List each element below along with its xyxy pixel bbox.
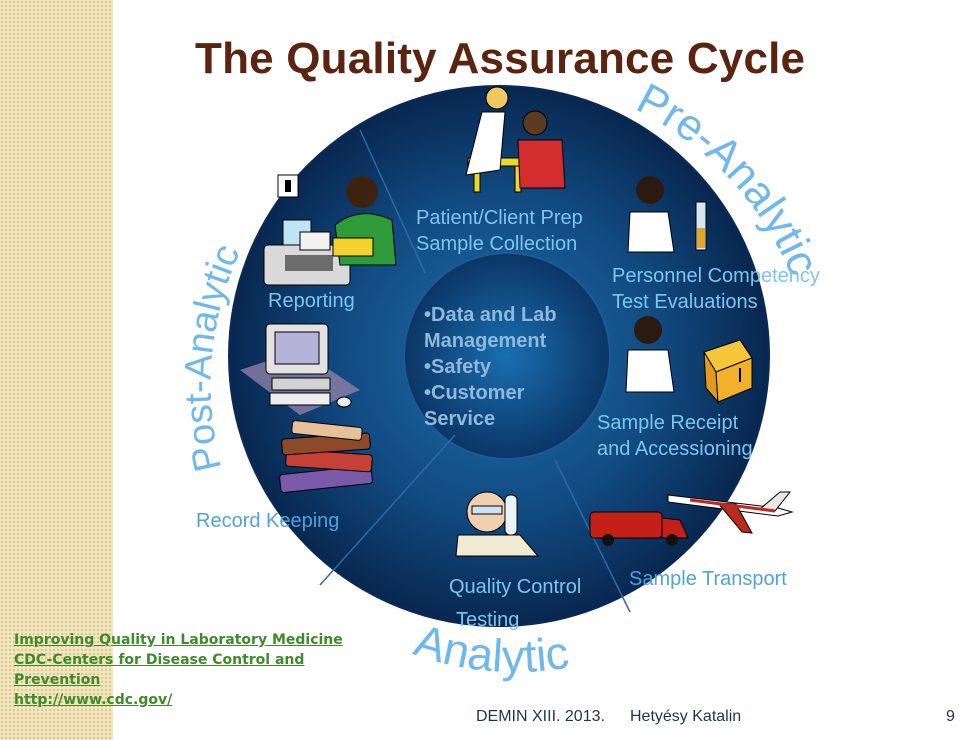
reference-link[interactable]: Improving Quality in Laboratory Medicine xyxy=(14,632,343,648)
page-title: The Quality Assurance Cycle xyxy=(195,34,806,83)
reference-block: Improving Quality in Laboratory Medicine… xyxy=(14,630,343,710)
decorative-side-strip xyxy=(0,0,113,740)
books-icon xyxy=(279,420,373,493)
reference-link[interactable]: Prevention xyxy=(14,672,101,688)
testing-label: Testing xyxy=(456,609,520,631)
person-on-phone-icon xyxy=(332,176,397,266)
accessioning-label: and Accessioning xyxy=(597,438,753,460)
bullet-line: •Safety xyxy=(424,356,492,378)
test-evaluations-label: Test Evaluations xyxy=(612,291,758,313)
technician-box-icon xyxy=(625,316,753,404)
divider-bottom-left xyxy=(319,434,456,586)
delivery-van-icon xyxy=(589,511,689,546)
reporting-label: Reporting xyxy=(268,290,355,312)
bullet-line: Service xyxy=(424,408,496,430)
footer-event: DEMIN XIII. 2013. xyxy=(476,708,605,725)
bullet-line: Management xyxy=(424,330,547,352)
footer-author: Hetyésy Katalin xyxy=(630,708,742,725)
sample-transport-label: Sample Transport xyxy=(629,568,787,590)
sample-collection-icon xyxy=(465,86,566,193)
quality-control-label: Quality Control xyxy=(449,576,582,598)
sample-receipt-label: Sample Receipt xyxy=(597,412,739,434)
page-number: 9 xyxy=(946,708,955,725)
scientist-test-tube-icon xyxy=(455,491,540,557)
reference-url-link[interactable]: http://www.cdc.gov/ xyxy=(14,692,173,708)
personnel-label: Personnel Competency Test Evaluations xyxy=(612,263,820,315)
patient-prep-label: Patient/Client Prep xyxy=(416,207,583,229)
personnel-competency-label: Personnel Competency xyxy=(612,265,820,287)
bullet-line: •Customer xyxy=(424,382,525,404)
technician-pipette-icon xyxy=(627,176,707,253)
inner-core xyxy=(403,252,611,460)
receipt-label: Sample Receipt and Accessioning xyxy=(597,410,753,462)
record-keeping-label: Record Keeping xyxy=(196,510,340,532)
computer-icon xyxy=(240,323,360,415)
airplane-icon xyxy=(667,491,794,534)
center-bullets: •Data and Lab Management •Safety •Custom… xyxy=(424,302,557,432)
center-top-label: Patient/Client Prep Sample Collection xyxy=(416,205,583,257)
reference-link[interactable]: CDC-Centers for Disease Control and xyxy=(14,652,305,668)
divider-top xyxy=(359,129,426,274)
bullet-line: •Data and Lab xyxy=(424,304,557,326)
fax-icon xyxy=(263,174,351,286)
sample-collection-label: Sample Collection xyxy=(416,233,578,255)
